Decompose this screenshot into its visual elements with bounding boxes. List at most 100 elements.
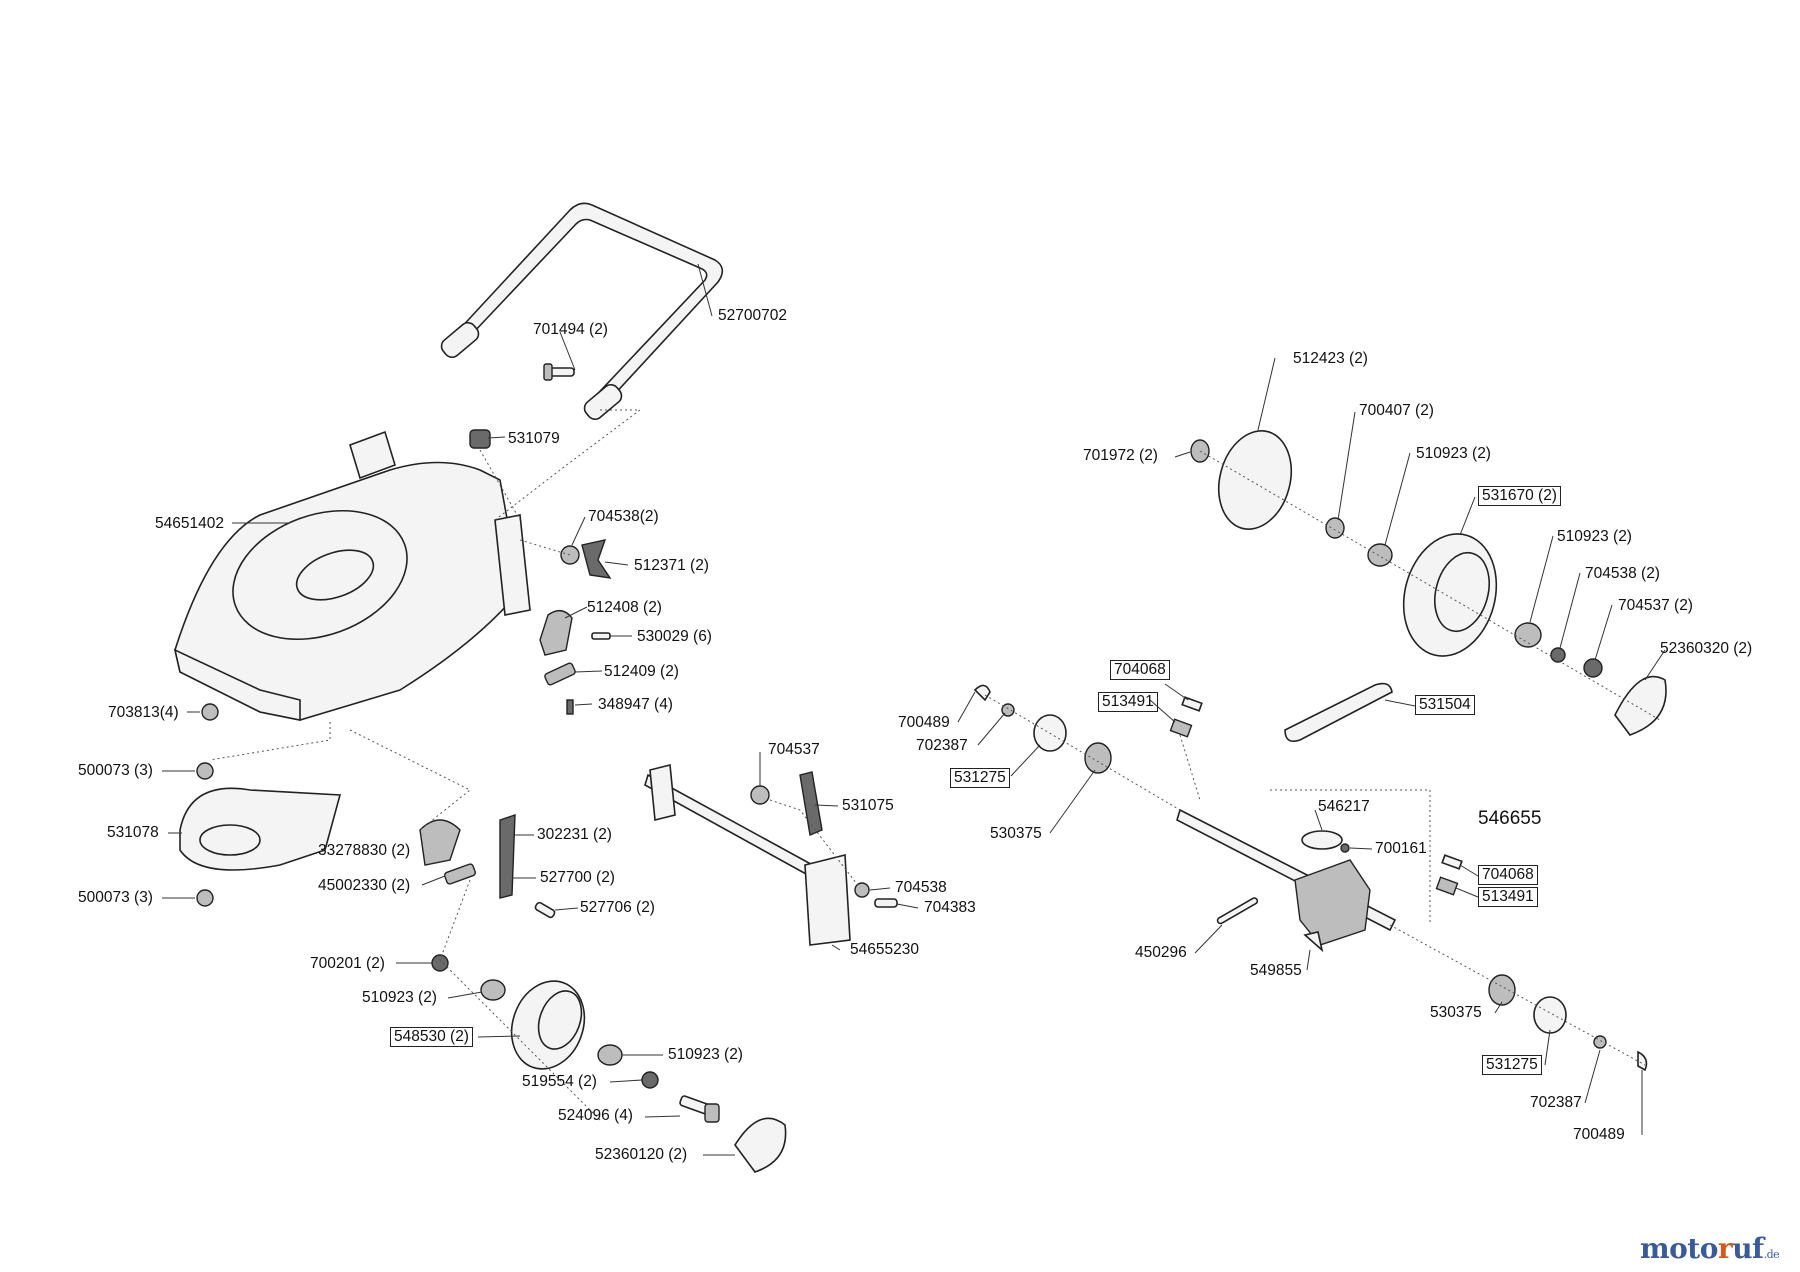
part-702387b — [1593, 1035, 1607, 1049]
part-704537b — [1583, 658, 1603, 678]
assembly-bracket — [1270, 789, 1431, 925]
label-700489a: 700489 — [898, 714, 950, 731]
label-704538a: 704538(2) — [588, 508, 659, 525]
part-549855 — [1303, 931, 1324, 953]
label-527700: 527700 (2) — [540, 869, 615, 886]
part-512408 — [539, 610, 573, 656]
label-530375b: 530375 — [1430, 1004, 1482, 1021]
label-704538b: 704538 — [895, 879, 947, 896]
handle-bar — [440, 202, 724, 421]
watermark-logo: motoruf.de — [1640, 1232, 1780, 1265]
label-510923c: 510923 (2) — [1416, 445, 1491, 462]
part-450296 — [1216, 897, 1259, 925]
label-702387b: 702387 — [1530, 1094, 1582, 1111]
label-701972: 701972 (2) — [1083, 447, 1158, 464]
label-52700702: 52700702 — [718, 307, 787, 324]
part-531504 — [1284, 682, 1393, 743]
part-510923d — [1514, 622, 1542, 648]
label-700201: 700201 (2) — [310, 955, 385, 972]
label-701494: 701494 (2) — [533, 321, 608, 338]
part-512409 — [544, 662, 576, 686]
label-704537a: 704537 — [768, 741, 820, 758]
label-302231: 302231 (2) — [537, 826, 612, 843]
label-45002330: 45002330 (2) — [318, 877, 411, 894]
label-703813: 703813(4) — [108, 704, 179, 721]
part-510923a — [480, 979, 506, 1001]
hubcap-rear — [1614, 675, 1667, 736]
part-700161 — [1340, 843, 1350, 853]
label-700489b: 700489 — [1573, 1126, 1625, 1143]
part-500073b — [196, 889, 214, 907]
hubcap-front — [734, 1117, 787, 1173]
rear-axle — [644, 763, 851, 946]
label-531275a: 531275 — [950, 768, 1010, 788]
label-530375a: 530375 — [990, 825, 1042, 842]
part-530029 — [591, 632, 611, 640]
label-531670: 531670 (2) — [1478, 486, 1561, 506]
part-700489a — [973, 684, 991, 702]
label-531079: 531079 — [508, 430, 560, 447]
part-500073a — [196, 762, 214, 780]
label-512409: 512409 (2) — [604, 663, 679, 680]
label-531275b: 531275 — [1482, 1055, 1542, 1075]
part-530375b — [1488, 974, 1516, 1006]
part-45002330 — [443, 863, 477, 885]
part-513491a — [1169, 718, 1193, 738]
part-524096 — [679, 1095, 720, 1123]
part-527706 — [534, 901, 556, 919]
label-510923d: 510923 (2) — [1557, 528, 1632, 545]
label-704538c: 704538 (2) — [1585, 565, 1660, 582]
label-531504: 531504 — [1415, 695, 1475, 715]
label-500073b: 500073 (3) — [78, 889, 153, 906]
part-704068a — [1181, 696, 1203, 712]
leader-lines — [162, 263, 1666, 1156]
part-513491b — [1435, 876, 1459, 896]
label-513491b: 513491 — [1478, 887, 1538, 907]
part-512371 — [560, 539, 612, 579]
label-450296: 450296 — [1135, 944, 1187, 961]
part-700201 — [431, 954, 449, 972]
rear-wheel — [1402, 533, 1498, 657]
part-700489b — [1637, 1050, 1648, 1072]
label-510923a: 510923 (2) — [362, 989, 437, 1006]
label-512408: 512408 (2) — [587, 599, 662, 616]
label-348947: 348947 (4) — [598, 696, 673, 713]
label-54655230: 54655230 — [850, 941, 919, 958]
label-519554: 519554 (2) — [522, 1073, 597, 1090]
part-703813 — [201, 703, 219, 721]
label-530029: 530029 (6) — [637, 628, 712, 645]
label-33278830: 33278830 (2) — [318, 842, 411, 859]
label-702387a: 702387 — [916, 737, 968, 754]
label-704068b: 704068 — [1478, 865, 1538, 885]
label-704068a: 704068 — [1110, 660, 1170, 680]
label-549855: 549855 — [1250, 962, 1302, 979]
label-546217: 546217 — [1318, 798, 1370, 815]
part-704383 — [874, 898, 898, 908]
part-531078 — [179, 787, 342, 871]
part-704537a — [750, 785, 770, 805]
label-531078: 531078 — [107, 824, 159, 841]
part-700407 — [1325, 517, 1345, 539]
part-510923b — [597, 1044, 623, 1066]
label-527706: 527706 (2) — [580, 899, 655, 916]
label-500073a: 500073 (3) — [78, 762, 153, 779]
label-54651402: 54651402 — [155, 515, 224, 532]
label-700407: 700407 (2) — [1359, 402, 1434, 419]
label-52360120: 52360120 (2) — [595, 1146, 688, 1163]
part-302231 — [499, 814, 516, 899]
front-wheel — [510, 980, 586, 1070]
mower-deck — [173, 430, 531, 721]
part-512423 — [1218, 430, 1292, 530]
gearbox — [1294, 830, 1371, 946]
assembly-lines — [209, 409, 1661, 1121]
label-52360320: 52360320 (2) — [1660, 640, 1753, 657]
part-704538b — [854, 882, 870, 898]
part-704538c — [1550, 647, 1566, 663]
part-531075 — [799, 771, 823, 836]
label-700161: 700161 — [1375, 840, 1427, 857]
label-512371: 512371 (2) — [634, 557, 709, 574]
label-548530: 548530 (2) — [390, 1027, 473, 1047]
handle-bolt — [543, 363, 575, 381]
label-704537b: 704537 (2) — [1618, 597, 1693, 614]
